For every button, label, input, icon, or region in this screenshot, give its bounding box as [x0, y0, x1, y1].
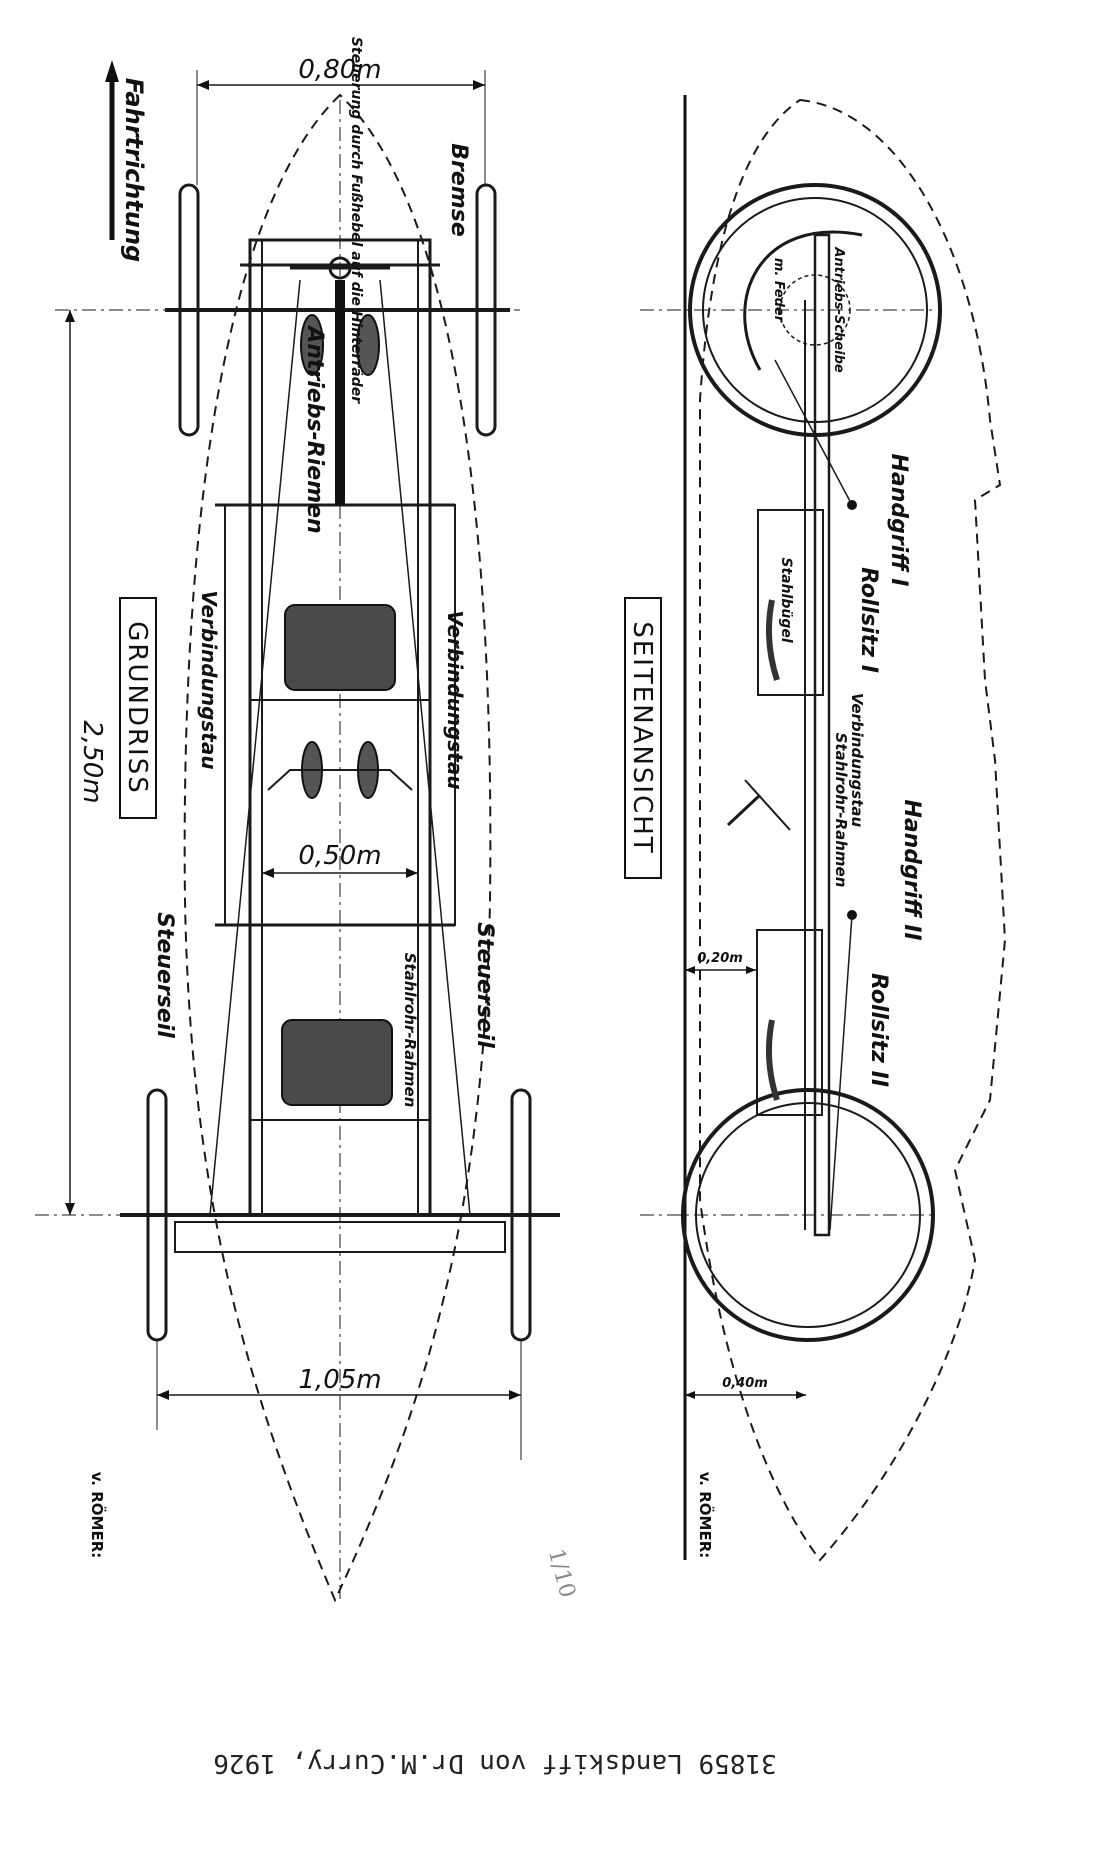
plan-steer-rope-right-label: Steuerseil: [472, 922, 497, 1048]
side-title: SEITENANSICHT: [627, 621, 657, 854]
plan-dim-front-track: 0,80m: [298, 55, 381, 85]
side-frame-label: Stahlrohr-Rahmen: [832, 733, 850, 888]
plan-title: GRUNDRISS: [122, 621, 152, 794]
side-seat-1: [757, 509, 824, 696]
side-seat-2: [756, 929, 823, 1116]
plan-signature: v. RÖMER:: [88, 1472, 107, 1559]
side-seat-2-label: Rollsitz II: [866, 973, 891, 1087]
plan-drive-belt-label: Antriebs-Riemen: [302, 324, 327, 533]
plan-view: 0,80m 2,50m 0,50m 1,05m GRUNDRISS Fahrtr…: [35, 37, 560, 1603]
pedal-left: [300, 314, 324, 376]
side-view: SEITENANSICHT Antriebs-Scheibe m. Feder …: [624, 95, 1007, 1562]
side-spring-label: m. Feder: [771, 258, 786, 324]
side-signature: v. RÖMER:: [696, 1472, 715, 1559]
plan-dim-rear-track: 1,05m: [298, 1365, 381, 1395]
plan-hull-outline: [183, 93, 492, 1603]
side-rear-wheel: [681, 1088, 935, 1342]
side-seat-1-label: Rollsitz I: [856, 567, 881, 673]
plan-steering-label: Steuerung durch Fußhebel auf die Hinterr…: [348, 37, 364, 404]
archive-caption: 31859 Landskiff von Dr.M.Curry, 1926: [213, 1748, 777, 1778]
pedal-right: [356, 314, 380, 376]
plan-dim-frame-width: 0,50m: [298, 841, 381, 871]
plan-title-frame: [119, 597, 157, 819]
pencil-note: 1/10: [543, 1546, 580, 1600]
plan-rope-right-label: Verbindungstau: [443, 610, 467, 789]
side-dim-wheel: 0,40m: [722, 1376, 768, 1391]
plan-frame-label: Stahlrohr-Rahmen: [401, 953, 419, 1108]
side-title-frame: [624, 597, 662, 879]
direction-arrow-head: [105, 60, 119, 82]
side-dim-height: 0,20m: [697, 951, 743, 966]
side-bow-label: Stahlbügel: [778, 557, 794, 642]
plan-dim-wheelbase: 2,50m: [77, 720, 107, 803]
plan-direction-label: Fahrtrichtung: [120, 78, 148, 262]
side-hull-outline: [699, 98, 1007, 1562]
plan-brake-label: Bremse: [446, 143, 471, 237]
plan-dimensions: [65, 70, 522, 1460]
side-frame: [813, 233, 831, 1237]
side-rope-label: Verbindungstau: [848, 693, 866, 828]
plan-rope-left-label: Verbindungstau: [197, 590, 221, 769]
seat-front: [284, 604, 396, 691]
side-handle-2-label: Handgriff II: [899, 799, 924, 940]
side-handle-1-label: Handgriff I: [886, 454, 911, 587]
plan-steer-rope-left-label: Steuerseil: [152, 912, 177, 1038]
plan-frame-rails: [248, 238, 432, 1217]
seat-rear: [281, 1019, 393, 1106]
side-drive-disc-label: Antriebs-Scheibe: [831, 246, 846, 373]
